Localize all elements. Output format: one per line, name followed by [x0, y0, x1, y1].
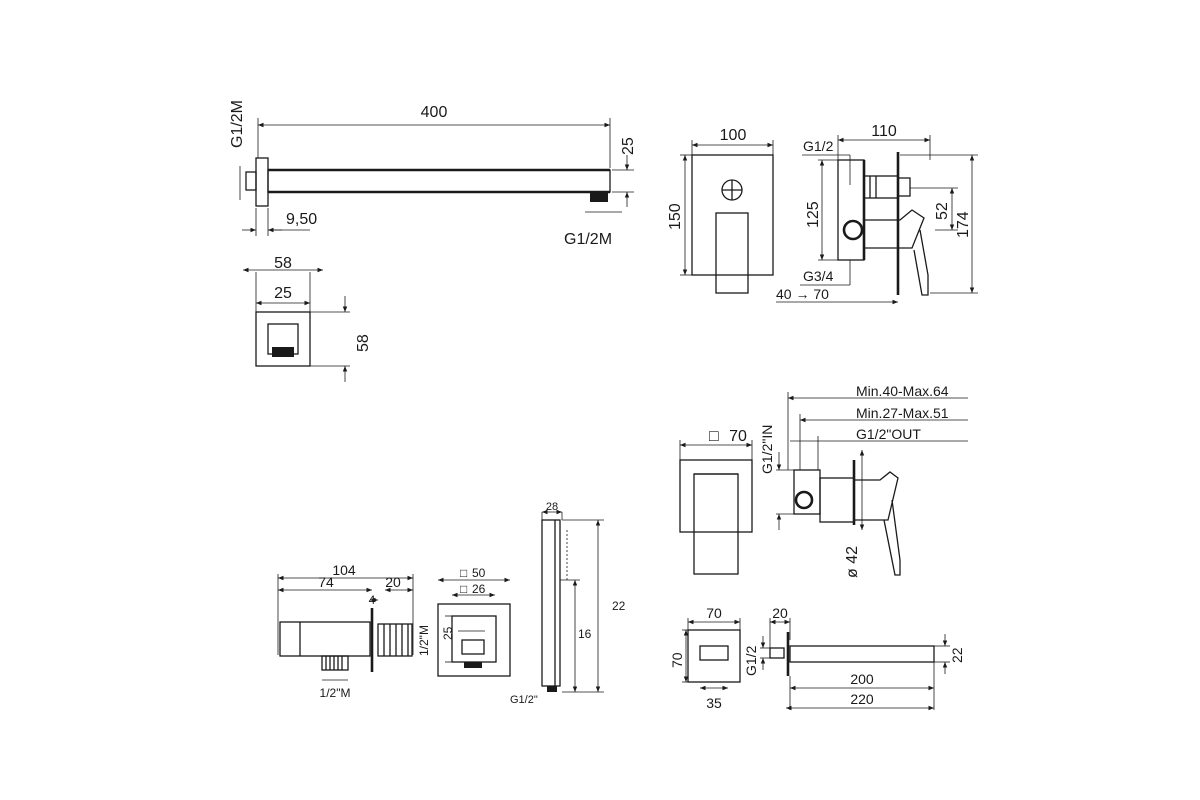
handshower-total-label: 22: [612, 599, 626, 613]
mixer-diameter-label: ø 42: [844, 546, 861, 578]
mixer-side-drawing: [776, 392, 968, 576]
mixer-inlet-label: G1/2"IN: [759, 425, 775, 474]
arm-height-label: 25: [620, 137, 637, 155]
handshower-head-label: 16: [578, 627, 592, 641]
diverter-total-height-label: 174: [955, 211, 972, 238]
mixer-plate-symbol: □: [709, 428, 719, 445]
elbow-front-outer-symbol: □: [460, 566, 467, 580]
mixer-depth-min-label: Min.27-Max.51: [856, 405, 949, 421]
diverter-range-label: 40 → 70: [776, 286, 829, 302]
diverter-width-label: 100: [720, 127, 747, 144]
spout-front-drawing: [682, 618, 741, 691]
elbow-connection-label: 1/2"M: [320, 686, 351, 700]
elbow-thread-label: 20: [385, 574, 401, 590]
diverter-front-drawing: [680, 140, 774, 294]
diverter-height-label: 150: [667, 203, 684, 230]
flange-height-label: 58: [355, 334, 372, 352]
handshower-connection-label: G1/2": [510, 694, 538, 706]
diverter-depth-label: 110: [871, 123, 897, 140]
spout-height-label: 22: [949, 647, 965, 663]
spout-side-drawing: [760, 618, 950, 711]
flange-outer-label: 58: [274, 255, 292, 272]
arm-inlet-label: G1/2M: [229, 100, 246, 148]
spout-plate-bottom-label: 35: [706, 695, 722, 711]
arm-length-label: 400: [421, 104, 448, 121]
arm-outlet-label: G1/2M: [564, 231, 612, 248]
mixer-plate-label: 70: [729, 428, 747, 445]
elbow-front-outer-label: 50: [472, 566, 486, 580]
spout-plate-height-label: 70: [669, 652, 685, 668]
spout-plate-label: 70: [706, 605, 722, 621]
diverter-inlet-label: G1/2: [803, 138, 834, 154]
elbow-side-connection-label: 1/2"M: [417, 625, 431, 656]
spout-total-label: 220: [850, 691, 874, 707]
elbow-total-label: 104: [332, 562, 356, 578]
elbow-front-inner-symbol: □: [460, 582, 467, 596]
handshower-drawing: [541, 509, 604, 693]
diverter-side-drawing: [776, 135, 978, 305]
handshower-width-label: 28: [546, 501, 558, 513]
elbow-front-inner-label: 26: [472, 582, 486, 596]
diverter-outlet-label: G3/4: [803, 268, 834, 284]
mixer-depth-max-label: Min.40-Max.64: [856, 383, 949, 399]
spout-thread-label: G1/2: [743, 645, 759, 676]
elbow-body-label: 74: [318, 574, 334, 590]
elbow-front-side-label: 25: [441, 626, 455, 640]
mixer-outlet-label: G1/2"OUT: [856, 426, 921, 442]
elbow-wall-label: 4: [369, 593, 376, 607]
elbow-side-drawing: [277, 574, 414, 681]
shower-arm-drawing: [239, 118, 634, 236]
mixer-front-drawing: [679, 440, 753, 575]
diverter-body-height-label: 125: [805, 201, 822, 228]
flange-drawing: [243, 267, 350, 382]
elbow-front-drawing: [437, 577, 511, 677]
spout-wall-label: 20: [772, 605, 788, 621]
flange-offset-label: 9,50: [286, 211, 317, 228]
diverter-offset-label: 52: [934, 202, 951, 220]
flange-inner-label: 25: [274, 285, 292, 302]
spout-length-label: 200: [850, 671, 874, 687]
